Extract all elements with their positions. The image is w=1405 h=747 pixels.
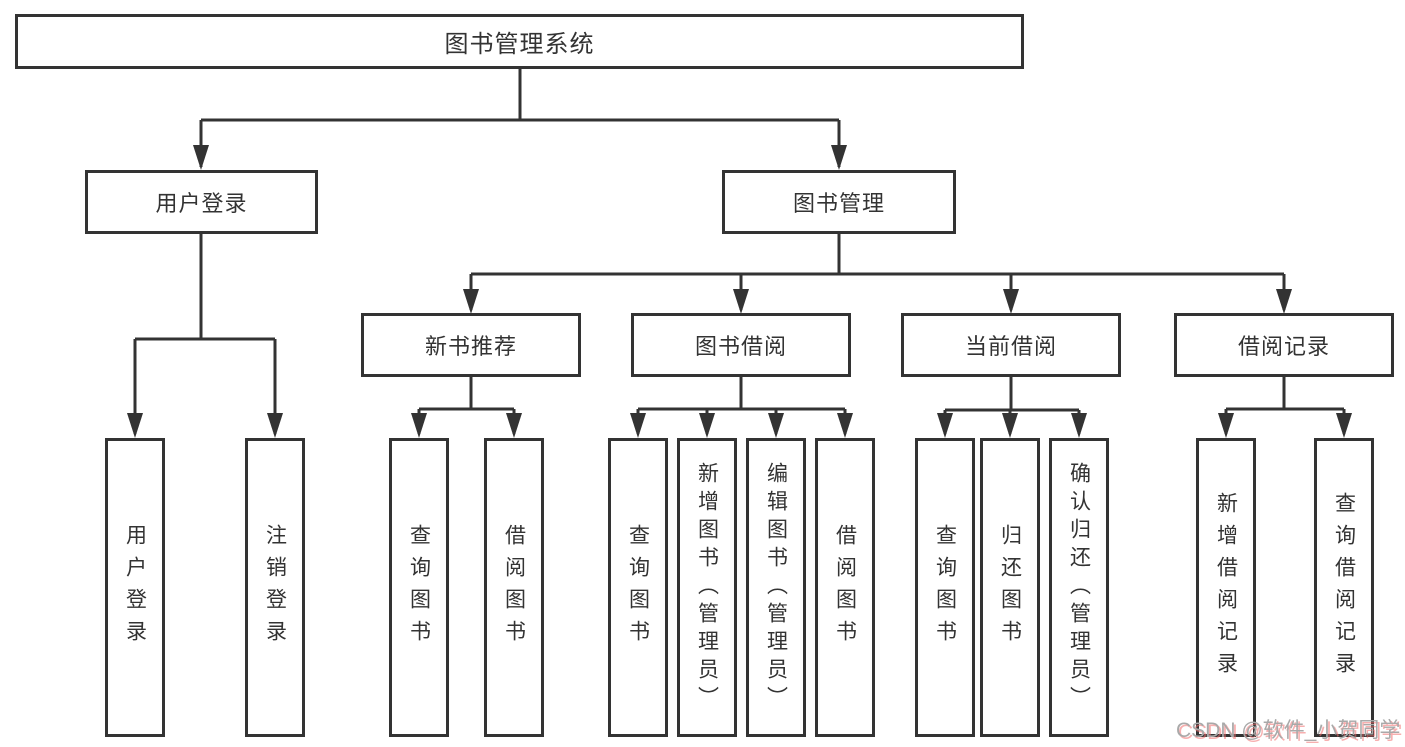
- arrowhead-icon: [1276, 289, 1292, 314]
- node-user-login: 用户登录: [85, 170, 318, 234]
- arrowhead-icon: [193, 145, 209, 170]
- leaf-borrow-query-book: 查询图书: [608, 438, 668, 737]
- leaf-label: 新增图书（管理员）: [695, 461, 719, 714]
- arrowhead-icon: [768, 413, 784, 438]
- leaf-current-confirm-return-admin: 确认归还（管理员）: [1049, 438, 1109, 737]
- connector-bookmgmt-to-level3: [469, 234, 1286, 310]
- arrowhead-icon: [1003, 289, 1019, 314]
- leaf-label: 借阅图书: [833, 523, 857, 652]
- leaf-borrow-add-book-admin: 新增图书（管理员）: [677, 438, 737, 737]
- connector-lines: [133, 69, 1346, 434]
- arrowhead-icon: [831, 145, 847, 170]
- leaf-label: 归还图书: [998, 523, 1022, 652]
- node-current-borrow: 当前借阅: [901, 313, 1121, 377]
- arrowhead-icon: [127, 413, 143, 438]
- arrowhead-icon: [1218, 413, 1234, 438]
- watermark: CSDN @软件_小贺同学: [1176, 719, 1401, 742]
- connector-borrowrecord-to-leaves: [1224, 377, 1346, 434]
- node-book-borrow: 图书借阅: [631, 313, 851, 377]
- leaf-borrow-edit-book-admin: 编辑图书（管理员）: [746, 438, 806, 737]
- arrowhead-icon: [937, 413, 953, 438]
- leaf-label: 编辑图书（管理员）: [764, 461, 788, 714]
- leaf-label: 查询图书: [933, 523, 957, 652]
- leaf-label: 查询图书: [626, 523, 650, 652]
- connector-bookborrow-to-leaves: [636, 377, 847, 434]
- leaf-record-add-record: 新增借阅记录: [1196, 438, 1256, 737]
- leaf-newbook-query-book: 查询图书: [389, 438, 449, 737]
- leaf-label: 注销登录: [263, 523, 287, 652]
- leaf-logout: 注销登录: [245, 438, 305, 737]
- leaf-current-query-book: 查询图书: [915, 438, 975, 737]
- arrowhead-icon: [1071, 413, 1087, 438]
- node-borrow-record: 借阅记录: [1174, 313, 1394, 377]
- arrowhead-icon: [630, 413, 646, 438]
- leaf-label: 借阅图书: [502, 523, 526, 652]
- leaf-borrow-borrow-book: 借阅图书: [815, 438, 875, 737]
- arrowhead-icon: [411, 413, 427, 438]
- arrowheads: [127, 145, 1352, 438]
- leaf-newbook-borrow-book: 借阅图书: [484, 438, 544, 737]
- leaf-user-login: 用户登录: [105, 438, 165, 737]
- arrowhead-icon: [267, 413, 283, 438]
- arrowhead-icon: [463, 289, 479, 314]
- leaf-current-return-book: 归还图书: [980, 438, 1040, 737]
- connector-root-to-level2: [199, 69, 841, 167]
- arrowhead-icon: [1002, 413, 1018, 438]
- arrowhead-icon: [506, 413, 522, 438]
- node-book-management: 图书管理: [722, 170, 956, 234]
- leaf-label: 查询借阅记录: [1332, 491, 1356, 684]
- leaf-label: 新增借阅记录: [1214, 491, 1238, 684]
- arrowhead-icon: [699, 413, 715, 438]
- leaf-label: 查询图书: [407, 523, 431, 652]
- leaf-label: 用户登录: [123, 523, 147, 652]
- connector-userlogin-to-leaves: [133, 234, 277, 434]
- arrowhead-icon: [733, 289, 749, 314]
- leaf-record-query-record: 查询借阅记录: [1314, 438, 1374, 737]
- arrowhead-icon: [1336, 413, 1352, 438]
- leaf-label: 确认归还（管理员）: [1067, 461, 1091, 714]
- connector-newbook-to-leaves: [417, 377, 516, 434]
- node-root: 图书管理系统: [15, 14, 1024, 69]
- node-new-book-recommend: 新书推荐: [361, 313, 581, 377]
- arrowhead-icon: [837, 413, 853, 438]
